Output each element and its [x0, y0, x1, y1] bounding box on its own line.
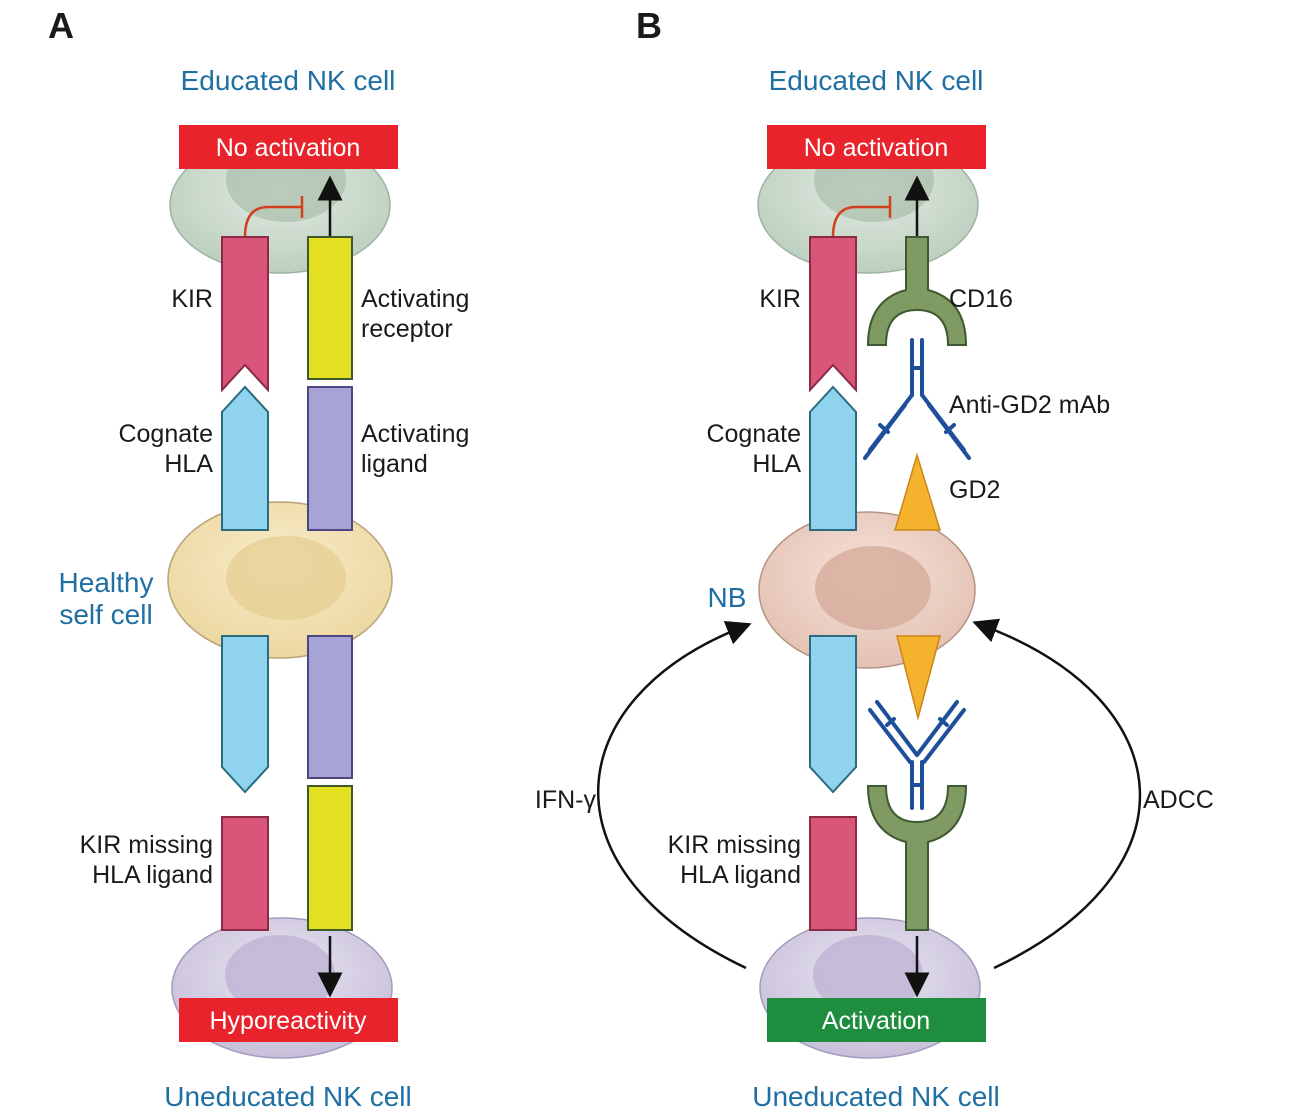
panel-letter-a: A	[48, 5, 74, 46]
educated-nk-title-b: Educated NK cell	[769, 65, 984, 96]
healthy-self-cell	[167, 501, 393, 659]
label-activating-ligand-2: ligand	[361, 450, 428, 478]
label-activating-ligand-1: Activating	[361, 420, 469, 448]
activating-receptor-lower	[307, 785, 353, 931]
cognate-hla	[221, 385, 269, 531]
uneducated-nk-title-a: Uneducated NK cell	[164, 1081, 411, 1112]
label-anti-gd2: Anti-GD2 mAb	[949, 391, 1110, 419]
no-activation-text-b: No activation	[804, 134, 949, 162]
cognate-hla-b	[809, 385, 857, 531]
ifn-gamma-arrow-icon	[597, 621, 752, 970]
hla-lower	[221, 635, 269, 794]
nb-tumor-cell	[758, 511, 976, 669]
kir-missing-hla-b	[809, 816, 857, 931]
label-kir-missing-1: KIR missing	[80, 831, 213, 859]
healthy-title-1: Healthy	[59, 567, 154, 598]
label-kir-missing-2: HLA ligand	[92, 861, 213, 889]
label-cd16: CD16	[949, 285, 1013, 313]
activation-badge: Activation	[767, 998, 986, 1042]
nb-title: NB	[708, 582, 747, 613]
label-cognate-b-1: Cognate	[706, 420, 801, 448]
hyporeactivity-badge: Hyporeactivity	[179, 998, 398, 1042]
label-gd2: GD2	[949, 476, 1000, 504]
kir-missing-hla	[221, 816, 269, 931]
label-kir-missing-b-1: KIR missing	[668, 831, 801, 859]
gd2-antigen-lower	[896, 635, 941, 721]
label-activating-receptor-2: receptor	[361, 315, 453, 343]
label-kir-b: KIR	[759, 285, 801, 313]
anti-gd2-antibody-lower	[868, 700, 966, 810]
no-activation-badge: No activation	[179, 125, 398, 169]
inhibition-line	[243, 205, 302, 238]
activating-receptor	[307, 236, 353, 380]
panel-a: A Educated NK cell No activation Healthy…	[48, 5, 469, 1112]
panel-b: B Educated NK cell No activation NB	[535, 5, 1214, 1112]
label-ifn-gamma: IFN-γ	[535, 786, 597, 814]
label-kir: KIR	[171, 285, 213, 313]
cd16-receptor-lower	[866, 785, 968, 931]
adcc-arrow-icon	[972, 618, 1142, 970]
no-activation-badge-b: No activation	[767, 125, 986, 169]
hyporeactivity-text: Hyporeactivity	[210, 1007, 367, 1035]
label-adcc: ADCC	[1143, 786, 1214, 814]
label-cognate-1: Cognate	[118, 420, 213, 448]
gd2-antigen	[893, 452, 942, 531]
panel-letter-b: B	[636, 5, 662, 46]
educated-nk-title: Educated NK cell	[181, 65, 396, 96]
label-activating-receptor-1: Activating	[361, 285, 469, 313]
kir-receptor	[221, 236, 269, 393]
activating-ligand	[307, 386, 353, 531]
activating-ligand-lower	[307, 635, 353, 779]
cd16-receptor	[866, 236, 968, 346]
healthy-title-2: self cell	[59, 599, 152, 630]
uneducated-nk-title-b: Uneducated NK cell	[752, 1081, 999, 1112]
kir-receptor-b	[809, 236, 857, 393]
hla-lower-b	[809, 635, 857, 794]
label-cognate-b-2: HLA	[752, 450, 801, 478]
label-cognate-2: HLA	[164, 450, 213, 478]
label-kir-missing-b-2: HLA ligand	[680, 861, 801, 889]
activation-text: Activation	[822, 1007, 930, 1035]
inhibition-line-b	[831, 205, 890, 238]
no-activation-text: No activation	[216, 134, 361, 162]
anti-gd2-antibody	[863, 338, 971, 460]
